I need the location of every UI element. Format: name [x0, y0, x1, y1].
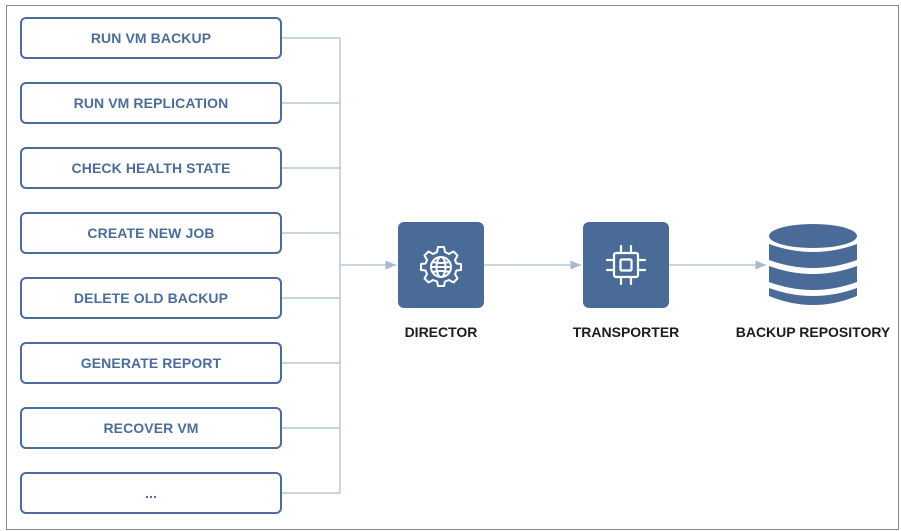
transporter-node: [583, 222, 669, 308]
task-run-vm-backup: RUN VM BACKUP: [20, 17, 282, 59]
task-delete-old-backup: DELETE OLD BACKUP: [20, 277, 282, 319]
task-run-vm-replication: RUN VM REPLICATION: [20, 82, 282, 124]
task-label: RUN VM REPLICATION: [73, 95, 229, 111]
task-label: CREATE NEW JOB: [87, 225, 215, 241]
task-label: DELETE OLD BACKUP: [73, 290, 229, 306]
task-label: ...: [145, 485, 157, 501]
task-label: GENERATE REPORT: [80, 355, 222, 371]
task-check-health-state: CHECK HEALTH STATE: [20, 147, 282, 189]
director-node: [398, 222, 484, 308]
task-create-new-job: CREATE NEW JOB: [20, 212, 282, 254]
task-recover-vm: RECOVER VM: [20, 407, 282, 449]
task-label: RECOVER VM: [103, 420, 199, 436]
gear-globe-icon: [420, 246, 462, 287]
task-generate-report: GENERATE REPORT: [20, 342, 282, 384]
database-icon: [769, 224, 857, 305]
director-label: DIRECTOR: [404, 324, 478, 340]
transporter-label: TRANSPORTER: [572, 324, 680, 340]
task-label: RUN VM BACKUP: [90, 30, 212, 46]
chip-icon: [605, 244, 647, 286]
task-label: CHECK HEALTH STATE: [71, 160, 231, 176]
repository-label: BACKUP REPOSITORY: [735, 324, 891, 340]
task-more: ...: [20, 472, 282, 514]
